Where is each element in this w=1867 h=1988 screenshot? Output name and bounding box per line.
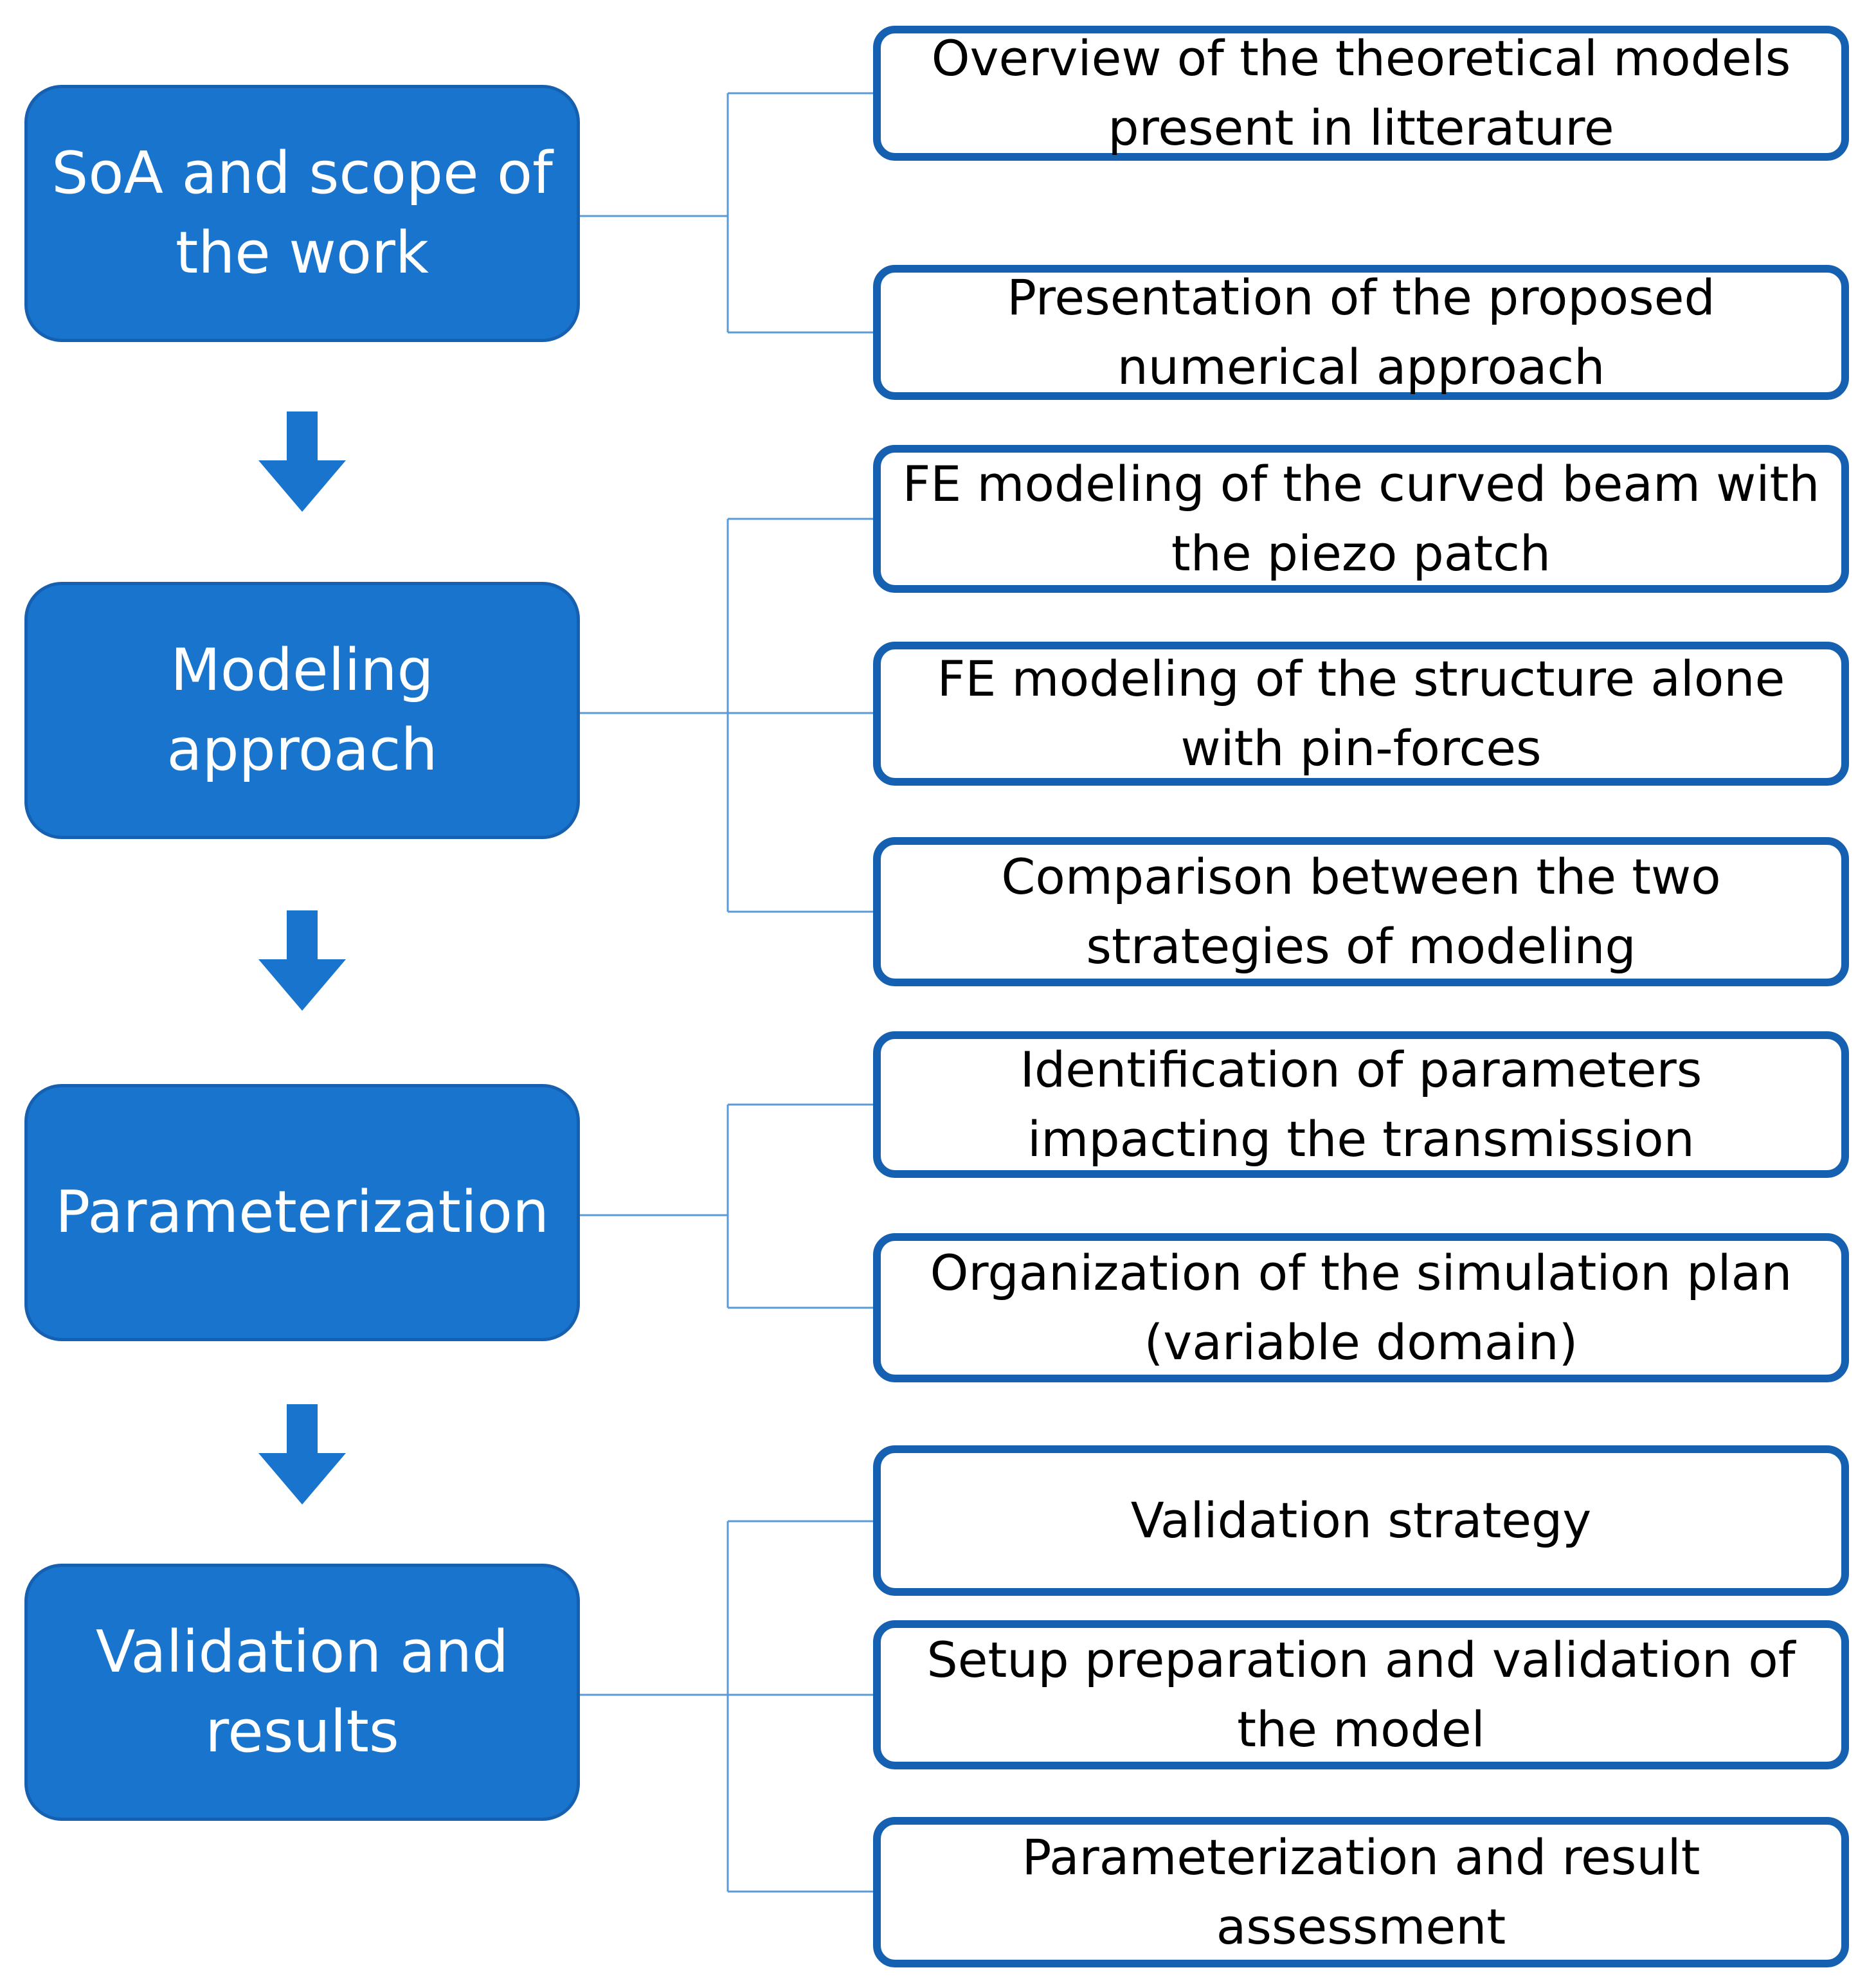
task-box: Comparison between the two strategies of…: [873, 837, 1849, 986]
down-arrow-icon: [258, 910, 346, 1011]
task-label: Overview of the theoretical models prese…: [931, 30, 1791, 156]
task-box: Presentation of the proposed numerical a…: [873, 265, 1849, 400]
task-label: FE modeling of the curved beam with the …: [902, 455, 1820, 582]
task-label: FE modeling of the structure alone with …: [937, 650, 1785, 777]
task-label: Presentation of the proposed numerical a…: [1007, 269, 1715, 395]
stage-label: Validation and results: [95, 1618, 509, 1766]
task-box: Organization of the simulation plan (var…: [873, 1233, 1849, 1382]
task-box: FE modeling of the structure alone with …: [873, 642, 1849, 786]
task-box: Validation strategy: [873, 1445, 1849, 1596]
task-box: Setup preparation and validation of the …: [873, 1620, 1849, 1769]
stage-box-soa: SoA and scope of the work: [24, 85, 580, 342]
task-label: Parameterization and result assessment: [1022, 1829, 1700, 1955]
down-arrow-icon: [258, 1404, 346, 1505]
task-label: Validation strategy: [1130, 1492, 1592, 1549]
stage-box-validation: Validation and results: [24, 1564, 580, 1821]
stage-box-parameterization: Parameterization: [24, 1084, 580, 1341]
stage-box-modeling: Modeling approach: [24, 582, 580, 839]
task-label: Setup preparation and validation of the …: [926, 1631, 1796, 1758]
task-label: Organization of the simulation plan (var…: [930, 1244, 1792, 1371]
task-box: FE modeling of the curved beam with the …: [873, 445, 1849, 593]
stage-label: Modeling approach: [167, 637, 438, 784]
task-label: Comparison between the two strategies of…: [1001, 848, 1721, 975]
down-arrow-icon: [258, 411, 346, 512]
task-box: Identification of parameters impacting t…: [873, 1031, 1849, 1178]
task-box: Parameterization and result assessment: [873, 1817, 1849, 1967]
stage-label: Parameterization: [55, 1179, 550, 1246]
task-box: Overview of the theoretical models prese…: [873, 26, 1849, 161]
stage-label: SoA and scope of the work: [51, 140, 553, 287]
task-label: Identification of parameters impacting t…: [1020, 1041, 1702, 1168]
